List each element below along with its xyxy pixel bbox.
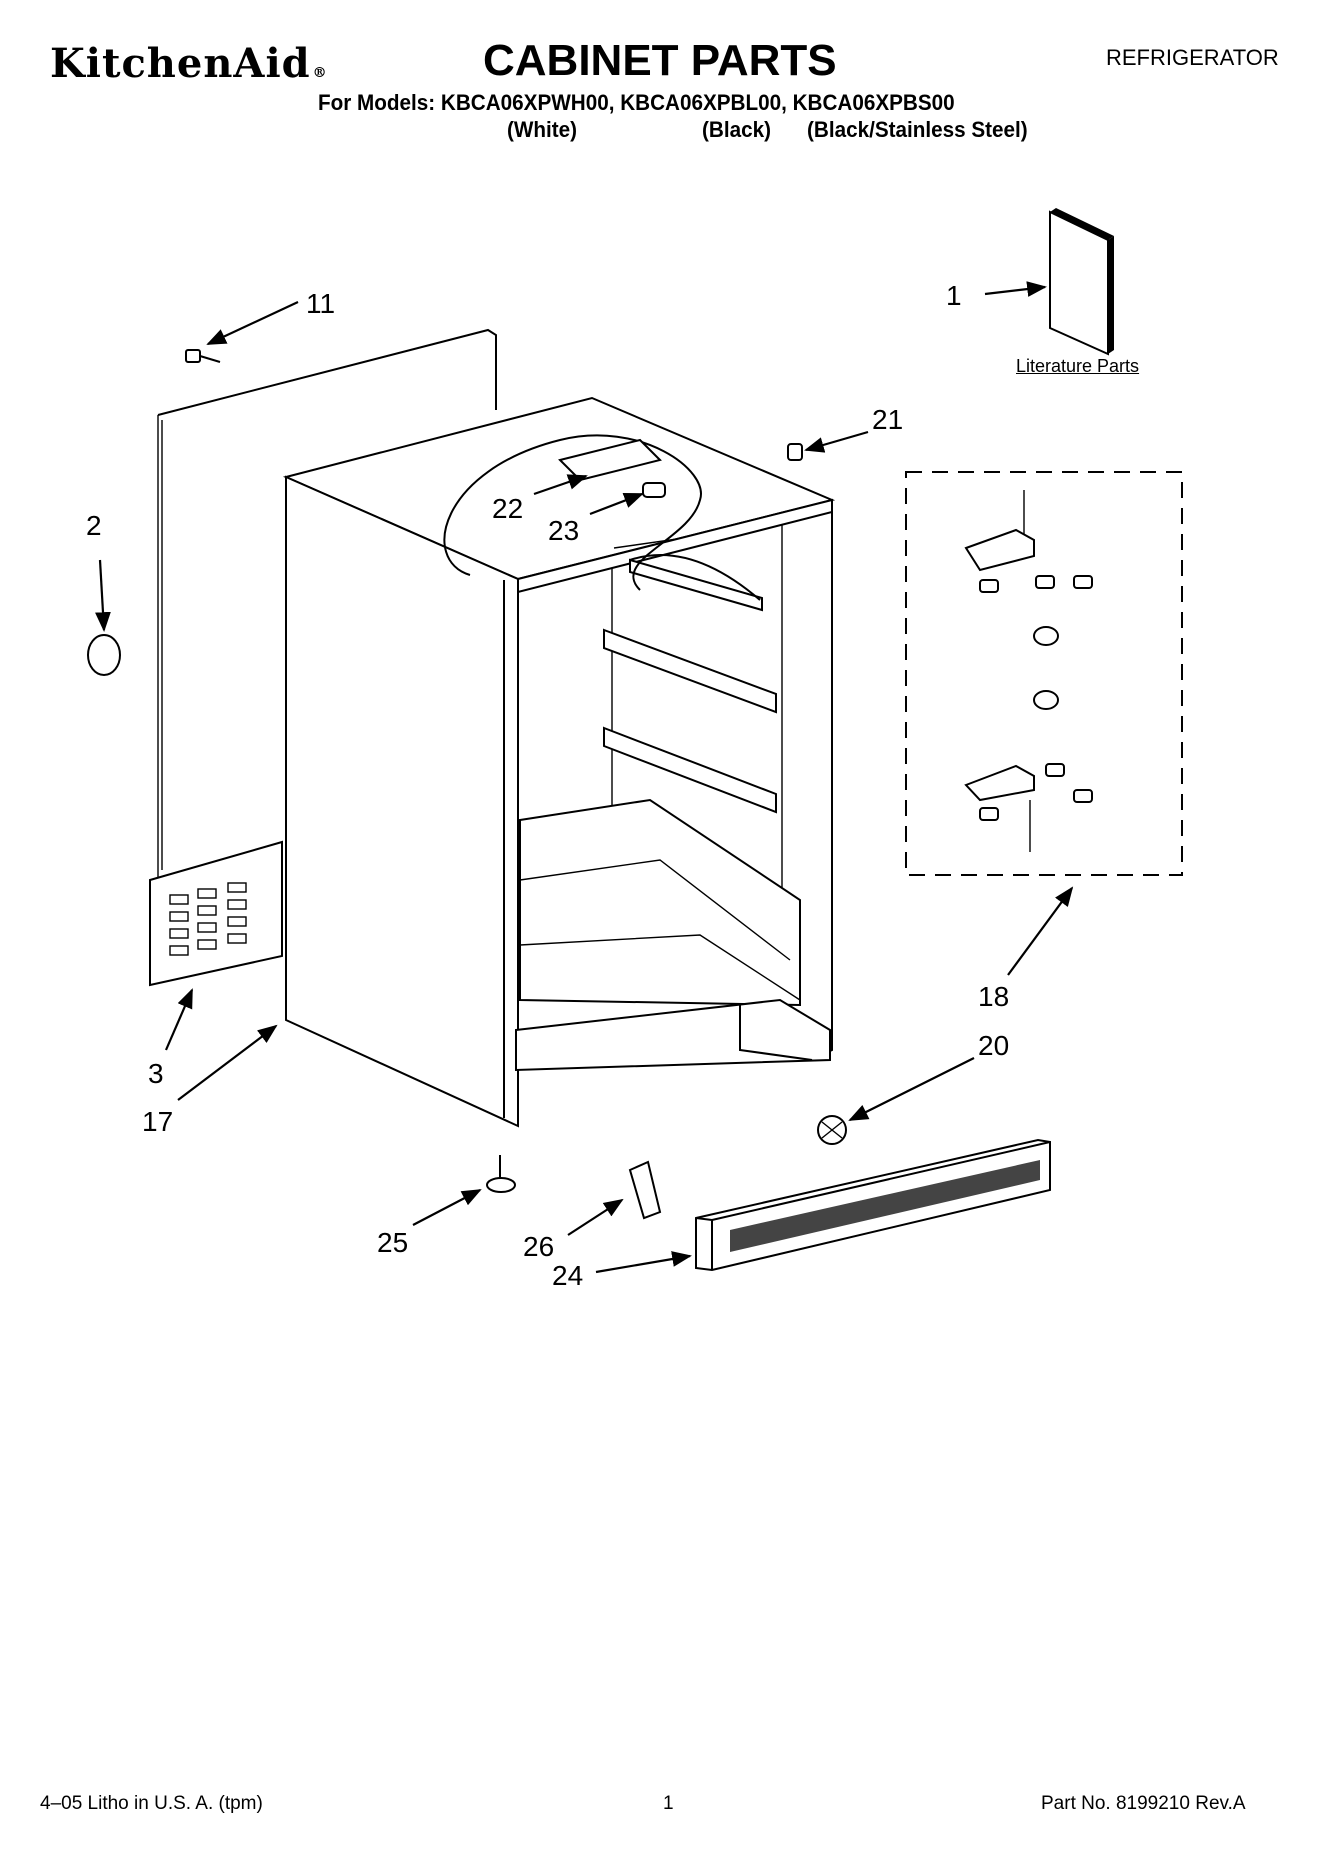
callout-18: 18 — [978, 981, 1009, 1012]
callout-11: 11 — [306, 288, 335, 319]
models-line: For Models: KBCA06XPWH00, KBCA06XPBL00, … — [318, 90, 955, 115]
cabinet-body — [282, 396, 836, 1128]
clip-bracket — [628, 1160, 662, 1220]
brand-registered-mark: ® — [312, 65, 328, 81]
page-title: CABINET PARTS — [483, 36, 837, 85]
variant-black: (Black) — [702, 117, 771, 142]
brand-logo: KitchenAid® — [50, 40, 328, 87]
brand-name: KitchenAid — [50, 40, 311, 87]
footer-litho: 4–05 Litho in U.S. A. (tpm) — [40, 1793, 263, 1814]
appliance-category: REFRIGERATOR — [1106, 45, 1279, 70]
callout-2: 2 — [86, 510, 102, 541]
toe-grille — [695, 1138, 1051, 1272]
footer-page-number: 1 — [663, 1793, 674, 1814]
callout-26: 26 — [523, 1231, 554, 1262]
leveling-leg — [486, 1155, 516, 1193]
leader-arrows — [95, 281, 1074, 1274]
variant-black-stainless: (Black/Stainless Steel) — [807, 117, 1028, 142]
callout-17: 17 — [142, 1106, 173, 1137]
callout-22: 22 — [492, 493, 523, 524]
hole-plug — [87, 634, 121, 676]
literature-booklet — [1049, 208, 1114, 356]
literature-parts-label: Literature Parts — [1016, 356, 1140, 376]
callout-23: 23 — [548, 515, 579, 546]
footer-part-number: Part No. 8199210 Rev.A — [1041, 1793, 1246, 1814]
variant-white: (White) — [507, 117, 578, 142]
callout-20: 20 — [978, 1030, 1009, 1061]
callout-25: 25 — [377, 1227, 408, 1258]
grille-screw — [817, 1115, 847, 1145]
screw-11 — [185, 349, 221, 363]
callout-24: 24 — [552, 1260, 583, 1291]
side-vent-panel — [149, 840, 283, 987]
callout-1: 1 — [946, 280, 962, 311]
hinge-kit — [905, 471, 1183, 876]
callout-3: 3 — [148, 1058, 164, 1089]
callout-21: 21 — [872, 404, 903, 435]
